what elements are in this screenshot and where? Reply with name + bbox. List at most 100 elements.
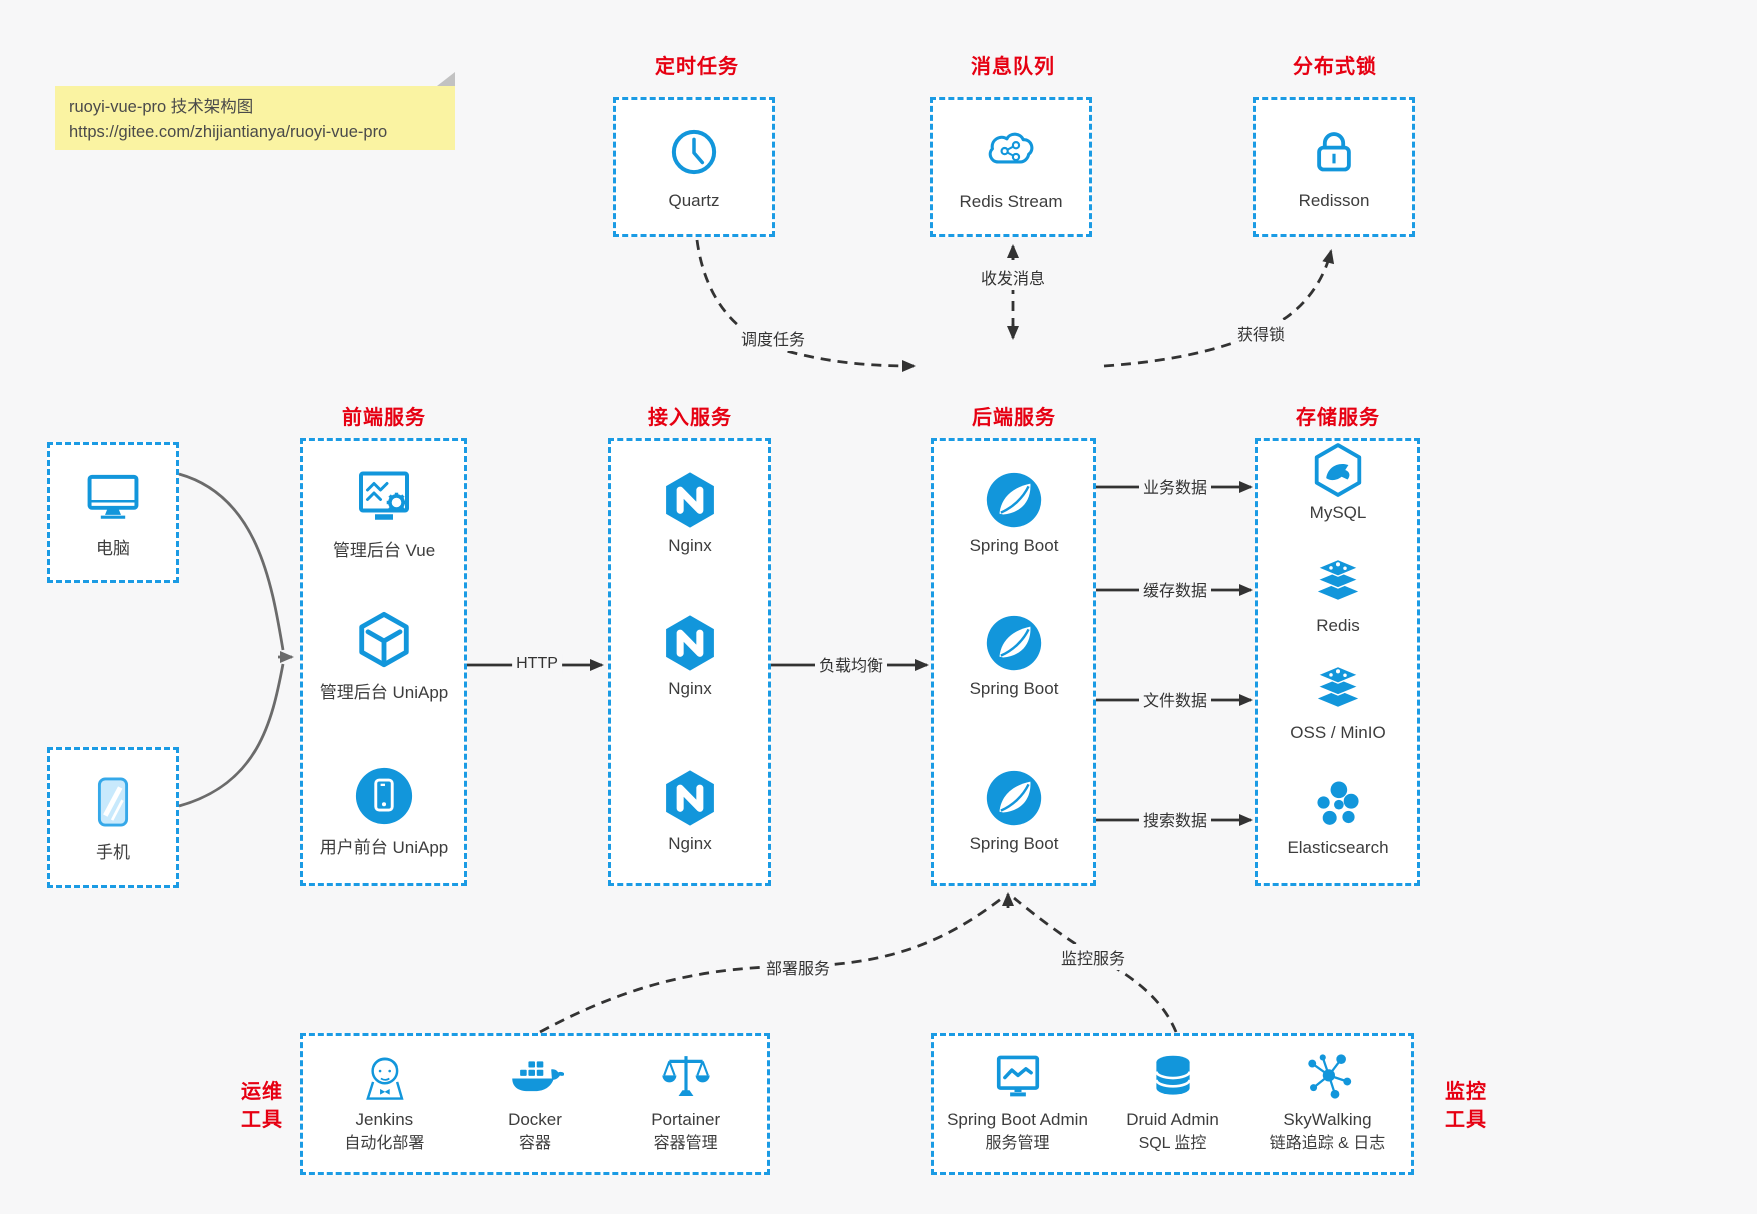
- group-storage: [1255, 438, 1420, 886]
- edge-mobile-to-frontend: [178, 663, 285, 808]
- title-monitor-tools: 监控 工具: [1445, 1081, 1487, 1131]
- edge-label-message: 收发消息: [976, 264, 1050, 290]
- database-icon: [1154, 1054, 1191, 1096]
- node-redis-label: Redis: [1316, 616, 1360, 635]
- nginx-icon: [660, 470, 720, 530]
- edge-label-schedule: 调度任务: [736, 325, 810, 351]
- node-redisson: Redisson: [1253, 97, 1415, 237]
- spring-icon: [985, 614, 1043, 672]
- jenkins-icon: [366, 1057, 404, 1100]
- node-quartz: Quartz: [613, 97, 775, 237]
- chart-monitor-icon: [996, 1055, 1039, 1099]
- note-title: ruoyi-vue-pro 技术架构图: [69, 98, 254, 116]
- node-springboot-2-label: Spring Boot: [969, 679, 1059, 698]
- node-docker: Docker 容器: [460, 1050, 611, 1164]
- node-mysql: MySQL: [1253, 441, 1423, 523]
- edge-label-cache-data: 缓存数据: [1138, 576, 1212, 602]
- node-pc: 电脑: [47, 442, 179, 583]
- note-fold-corner: [437, 72, 455, 86]
- node-springboot-admin: Spring Boot Admin 服务管理: [940, 1050, 1095, 1164]
- edge-label-lock: 获得锁: [1232, 320, 1290, 346]
- node-skywalking-label: SkyWalking: [1283, 1110, 1372, 1129]
- title-gateway-services: 接入服务: [648, 407, 732, 429]
- node-portainer-label: Portainer: [651, 1110, 721, 1129]
- note-url: https://gitee.com/zhijiantianya/ruoyi-vu…: [69, 122, 388, 141]
- node-admin-vue-label: 管理后台 Vue: [332, 541, 436, 560]
- edge-label-http: HTTP: [512, 654, 562, 674]
- node-admin-uniapp: 管理后台 UniApp: [299, 610, 469, 703]
- title-ops-tools: 运维 工具: [241, 1081, 283, 1131]
- edge-label-search-data: 搜索数据: [1138, 806, 1212, 832]
- title-backend-services: 后端服务: [972, 407, 1056, 429]
- edge-label-deploy: 部署服务: [761, 954, 835, 980]
- node-oss-minio-label: OSS / MinIO: [1290, 723, 1386, 742]
- node-druid-admin-label: Druid Admin: [1126, 1110, 1219, 1129]
- mysql-icon: [1314, 443, 1362, 497]
- edge-pc-to-frontend: [178, 472, 285, 651]
- node-redis-stream: Redis Stream: [930, 97, 1092, 237]
- node-druid-admin-desc: SQL 监控: [1138, 1135, 1207, 1152]
- group-monitor-tools: Spring Boot Admin 服务管理 Druid Admin SQL 监…: [931, 1033, 1414, 1175]
- title-message-queue: 消息队列: [971, 56, 1055, 78]
- node-mobile-label: 手机: [96, 842, 130, 862]
- uniapp-cube-icon: [353, 610, 415, 672]
- nginx-icon: [660, 768, 720, 828]
- node-user-uniapp: 用户前台 UniApp: [299, 765, 469, 858]
- node-springboot-admin-label: Spring Boot Admin: [947, 1110, 1088, 1129]
- lock-icon: [1317, 131, 1351, 171]
- node-portainer-desc: 容器管理: [653, 1135, 718, 1152]
- spring-icon: [985, 769, 1043, 827]
- node-redis: Redis: [1253, 556, 1423, 636]
- topology-icon: [1306, 1053, 1352, 1100]
- node-springboot-2: Spring Boot: [929, 613, 1099, 699]
- group-ops-tools: Jenkins 自动化部署 Docker 容器 Portainer 容器管理: [300, 1033, 770, 1175]
- node-nginx-1-label: Nginx: [668, 536, 712, 555]
- desktop-icon: [87, 474, 139, 519]
- node-nginx-2: Nginx: [605, 613, 775, 699]
- node-docker-desc: 容器: [519, 1135, 552, 1152]
- storage-stack-icon: [1317, 665, 1359, 708]
- docker-whale-icon: [512, 1061, 564, 1092]
- phone-icon: [84, 773, 142, 831]
- node-mysql-label: MySQL: [1309, 503, 1367, 522]
- node-springboot-admin-desc: 服务管理: [985, 1135, 1050, 1152]
- edge-label-biz-data: 业务数据: [1138, 473, 1212, 499]
- nginx-icon: [660, 613, 720, 673]
- node-druid-admin: Druid Admin SQL 监控: [1095, 1050, 1250, 1164]
- edge-label-load-balance: 负载均衡: [814, 651, 888, 677]
- node-skywalking-desc: 链路追踪 & 日志: [1269, 1135, 1386, 1152]
- elasticsearch-icon: [1317, 781, 1359, 825]
- node-nginx-3: Nginx: [605, 768, 775, 854]
- node-admin-vue: 管理后台 Vue: [299, 466, 469, 561]
- node-springboot-1-label: Spring Boot: [969, 536, 1059, 555]
- clock-icon: [666, 124, 722, 180]
- node-elasticsearch-label: Elasticsearch: [1287, 838, 1389, 857]
- cloud-share-icon: [988, 132, 1034, 164]
- node-pc-label: 电脑: [96, 538, 130, 558]
- node-nginx-1: Nginx: [605, 470, 775, 556]
- node-springboot-1: Spring Boot: [929, 470, 1099, 556]
- spring-icon: [985, 471, 1043, 529]
- node-jenkins-desc: 自动化部署: [344, 1135, 425, 1152]
- admin-vue-icon: [352, 466, 416, 530]
- scales-icon: [660, 1054, 711, 1098]
- node-quartz-label: Quartz: [668, 190, 720, 210]
- title-frontend-services: 前端服务: [342, 407, 426, 429]
- node-nginx-3-label: Nginx: [668, 834, 712, 853]
- edge-lock: [1103, 249, 1335, 368]
- node-elasticsearch: Elasticsearch: [1253, 778, 1423, 858]
- edge-label-monitor: 监控服务: [1056, 944, 1130, 970]
- node-springboot-3-label: Spring Boot: [969, 834, 1059, 853]
- node-redis-stream-label: Redis Stream: [959, 191, 1063, 211]
- node-admin-uniapp-label: 管理后台 UniApp: [319, 683, 449, 702]
- title-scheduled-tasks: 定时任务: [655, 56, 739, 78]
- node-redisson-label: Redisson: [1298, 190, 1370, 210]
- node-user-uniapp-label: 用户前台 UniApp: [319, 838, 449, 857]
- mobile-app-icon: [354, 766, 414, 826]
- node-docker-label: Docker: [508, 1110, 562, 1129]
- node-oss-minio: OSS / MinIO: [1253, 663, 1423, 743]
- node-nginx-2-label: Nginx: [668, 679, 712, 698]
- node-portainer: Portainer 容器管理: [610, 1050, 761, 1164]
